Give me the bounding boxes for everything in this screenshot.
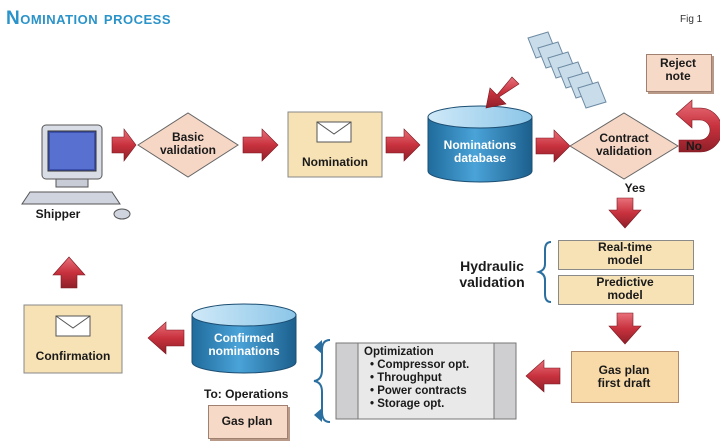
confirmed-nominations-cylinder [191,303,297,374]
optimization-item: • Power contracts [370,385,467,397]
basic-validation-diamond [137,112,239,178]
optimization-title: Optimization [364,346,434,358]
nomination-label: Nomination [302,155,368,169]
arrow-contract-to-hydraulic [608,197,642,229]
no-curved-arrow [675,99,720,153]
arrow-nomination-to-database [385,128,421,162]
arrow-confirmation-to-shipper [52,256,86,289]
arrow-basic-to-nomination [242,128,279,162]
optimization-item: • Storage opt. [370,398,445,410]
arrow-shipper-to-basic [111,128,137,162]
no-label: No [686,139,702,153]
yes-label: Yes [624,181,646,195]
figure-label: Fig 1 [680,14,703,25]
gas-plan-note [208,405,288,439]
confirmation-label: Confirmation [35,349,111,363]
nominations-database-cylinder [427,105,533,183]
optimization-item: • Compressor opt. [370,359,470,371]
arrow-database-to-contract [535,129,571,163]
optimization-content: Optimization • Compressor opt. • Through… [364,346,492,411]
arrow-gasplan-to-optimization [525,359,561,393]
computer-icon [21,124,131,220]
arrow-confirmed-to-confirmation [147,321,185,355]
contract-validation-diamond [569,112,679,180]
optimization-item: • Throughput [370,372,442,384]
diagram-title: Nomination process [6,8,171,29]
reject-note [646,54,712,92]
gas-plan-first-draft-box [571,351,679,403]
arrow-documents-to-database [485,76,520,109]
to-operations-label: To: Operations [204,387,289,401]
documents-stack-icon [527,31,607,109]
optimization-box [335,342,517,420]
shipper-label: Shipper [35,207,81,221]
gas-plan-label: Gas plan [221,414,273,428]
arrow-model-to-gasplan [608,312,642,345]
realtime-model-box [558,240,694,270]
envelope-icon [316,121,352,143]
optimization-bracket [313,339,331,423]
hydraulic-brace [535,241,552,303]
predictive-model-box [558,275,694,305]
envelope-icon [55,315,91,337]
